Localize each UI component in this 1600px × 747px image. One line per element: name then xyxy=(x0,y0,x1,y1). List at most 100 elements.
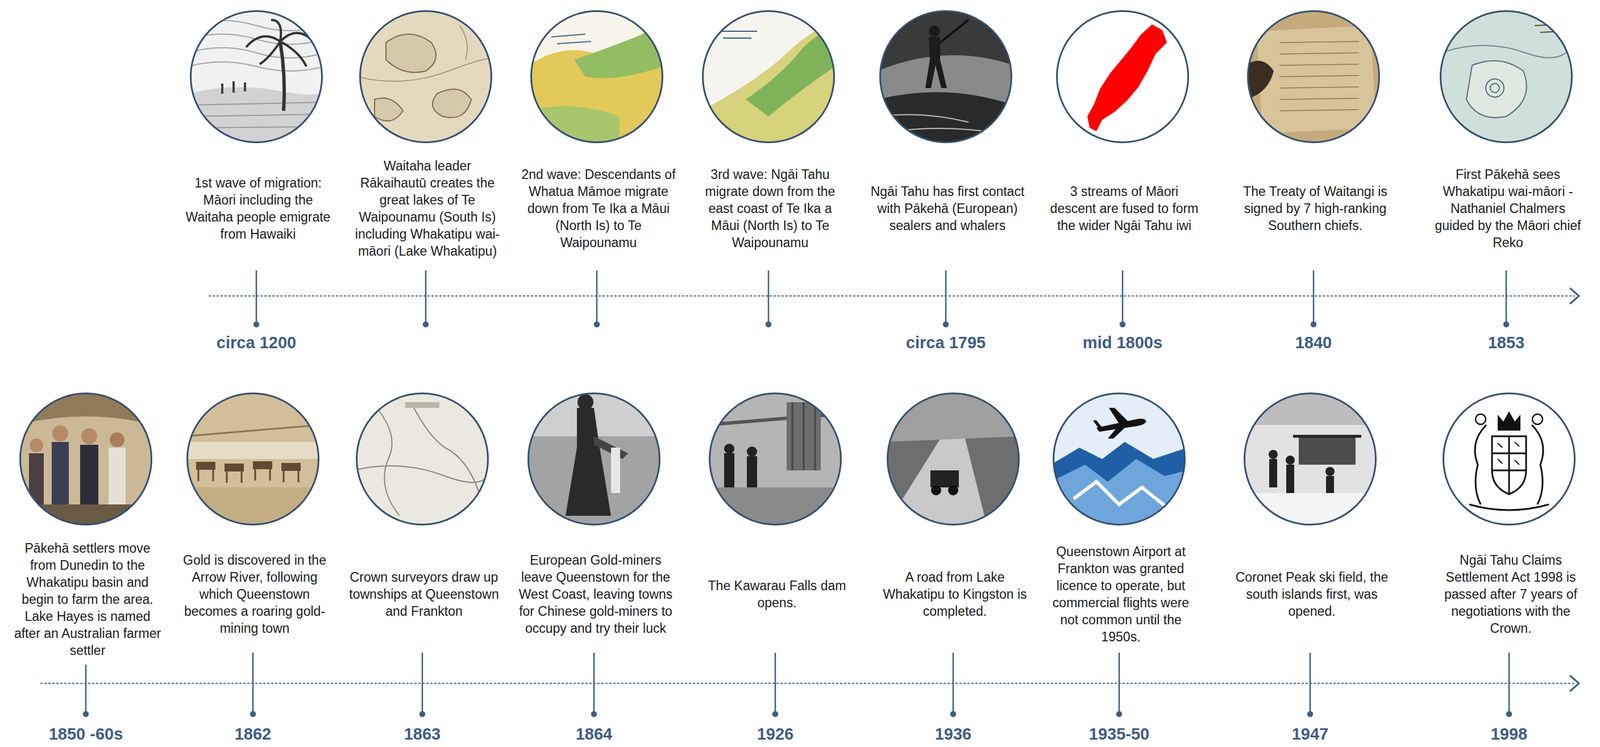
event-caption: First Pākehā sees Whakatipu wai-māori - … xyxy=(1430,165,1586,252)
engraving-illustration xyxy=(280,41,285,111)
timeline-tick xyxy=(254,322,259,327)
event-circle: 1st wave of migration: Māori including t… xyxy=(189,10,323,144)
map-illustration xyxy=(385,34,436,73)
map-illustration xyxy=(1466,60,1527,118)
map-illustration xyxy=(528,8,666,145)
engraving-illustration xyxy=(246,19,314,67)
caption-wrap: The Kawarau Falls dam opens. xyxy=(699,538,855,650)
timeline-tick xyxy=(1505,270,1508,325)
painting-illustration xyxy=(17,391,155,426)
document-illustration xyxy=(1256,25,1377,134)
timeline-tick xyxy=(420,712,425,717)
timeline-tick xyxy=(423,322,428,327)
event-caption: Ngāi Tahu has first contact with Pākehā … xyxy=(870,183,1025,235)
photo-illustration xyxy=(707,391,844,528)
map-illustration xyxy=(357,8,494,145)
date-label: 1853 xyxy=(1432,333,1581,353)
timeline-tick xyxy=(945,270,947,325)
timeline-tick xyxy=(1120,322,1125,327)
coat-of-arms-illustration xyxy=(1492,436,1527,494)
map-illustration xyxy=(574,25,666,79)
photo-illustration xyxy=(724,453,735,488)
map-illustration xyxy=(1534,24,1564,33)
painting-illustration xyxy=(17,391,155,528)
painting-illustration xyxy=(29,438,44,453)
photo-illustration xyxy=(1241,391,1379,426)
caption-wrap: 2nd wave: Descendants of Whatua Māmoe mi… xyxy=(521,148,676,269)
timeline-tick xyxy=(1118,653,1121,715)
caption-wrap: 3rd wave: Ngāi Tahu migrate down from th… xyxy=(692,148,848,269)
coat-of-arms-illustration xyxy=(1492,436,1527,495)
engraving-illustration xyxy=(877,8,1014,72)
timeline-tick xyxy=(250,712,256,717)
engraving-illustration xyxy=(940,19,969,43)
event-circle: European Gold-miners leave Queenstown fo… xyxy=(527,392,661,526)
timeline-tick xyxy=(85,665,87,715)
event-circle: The Kawarau Falls dam opens. xyxy=(708,392,842,526)
date-label: mid 1800s xyxy=(1048,333,1197,353)
map-illustration xyxy=(717,31,758,39)
date-label: 1998 xyxy=(1435,724,1583,745)
event-circle: Crown surveyors draw up townships at Que… xyxy=(355,392,489,526)
map-illustration xyxy=(700,8,837,145)
timeline-tick xyxy=(773,712,778,717)
date-label: circa 1200 xyxy=(182,333,331,353)
photo-illustration xyxy=(707,487,844,528)
map-illustration xyxy=(354,391,491,528)
caption-wrap: European Gold-miners leave Queenstown fo… xyxy=(518,538,673,650)
event-caption: Coronet Peak ski field, the south island… xyxy=(1234,568,1390,621)
coat-of-arms-illustration xyxy=(1440,391,1578,528)
document-illustration xyxy=(1245,8,1382,145)
photo-illustration xyxy=(884,391,1022,443)
photo-illustration xyxy=(1293,435,1362,439)
caption-wrap: Ngāi Tahu Claims Settlement Act 1998 is … xyxy=(1433,538,1589,650)
painting-illustration xyxy=(108,447,126,505)
photo-illustration xyxy=(930,470,959,488)
caption-wrap: Crown surveyors draw up townships at Que… xyxy=(346,538,502,650)
timeline-tick xyxy=(766,322,771,327)
map-illustration xyxy=(1490,83,1500,93)
painting-illustration xyxy=(52,425,69,442)
timeline-tick xyxy=(1312,270,1315,325)
caption-wrap: 1st wave of migration: Māori including t… xyxy=(180,148,336,269)
map-illustration xyxy=(354,402,491,517)
event-caption: A road from Lake Whakatipu to Kingston i… xyxy=(877,568,1033,621)
caption-wrap: Coronet Peak ski field, the south island… xyxy=(1234,538,1390,650)
event-circle: Queenstown Airport at Frankton was grant… xyxy=(1052,392,1186,526)
photo-illustration xyxy=(1325,467,1335,477)
event-caption: 2nd wave: Descendants of Whatua Māmoe mi… xyxy=(521,165,676,252)
event-caption: Queenstown Airport at Frankton was grant… xyxy=(1043,543,1199,646)
map-illustration xyxy=(1054,8,1191,145)
photo-illustration xyxy=(184,391,322,528)
event-circle: Coronet Peak ski field, the south island… xyxy=(1243,392,1377,526)
event-caption: Pākehā settlers move from Dunedin to the… xyxy=(10,539,165,660)
event-caption: The Kawarau Falls dam opens. xyxy=(699,577,855,612)
caption-wrap: 3 streams of Māori descent are fused to … xyxy=(1046,148,1202,269)
timeline-tick xyxy=(1311,322,1316,327)
photo-illustration xyxy=(786,402,821,471)
map-illustration xyxy=(551,34,592,44)
document-illustration xyxy=(1279,41,1360,111)
event-caption: 1st wave of migration: Māori including t… xyxy=(180,174,336,243)
photo-illustration xyxy=(884,436,988,528)
painting-illustration xyxy=(80,445,99,505)
engraving-illustration xyxy=(188,102,325,128)
event-caption: Gold is discovered in the Arrow River, f… xyxy=(177,551,332,638)
timeline-tick xyxy=(83,712,89,717)
photo-illustration xyxy=(198,469,299,484)
event-caption: Ngāi Tahu Claims Settlement Act 1998 is … xyxy=(1433,551,1589,638)
timeline-tick xyxy=(252,653,255,715)
date-label: 1936 xyxy=(879,724,1028,745)
photo-illustration xyxy=(724,443,735,455)
photo-illustration xyxy=(1050,442,1188,528)
map-illustration xyxy=(528,106,620,145)
date-label: 1864 xyxy=(520,724,668,745)
photo-illustration xyxy=(931,485,942,496)
event-circle: Ngāi Tahu has first contact with Pākehā … xyxy=(879,10,1013,144)
photo-illustration xyxy=(1050,391,1188,528)
caption-wrap: First Pākehā sees Whakatipu wai-māori - … xyxy=(1430,148,1586,269)
photo-illustration xyxy=(948,485,959,496)
timeline-tick xyxy=(421,653,424,715)
caption-wrap: Gold is discovered in the Arrow River, f… xyxy=(177,538,332,650)
date-label: circa 1795 xyxy=(871,333,1020,353)
